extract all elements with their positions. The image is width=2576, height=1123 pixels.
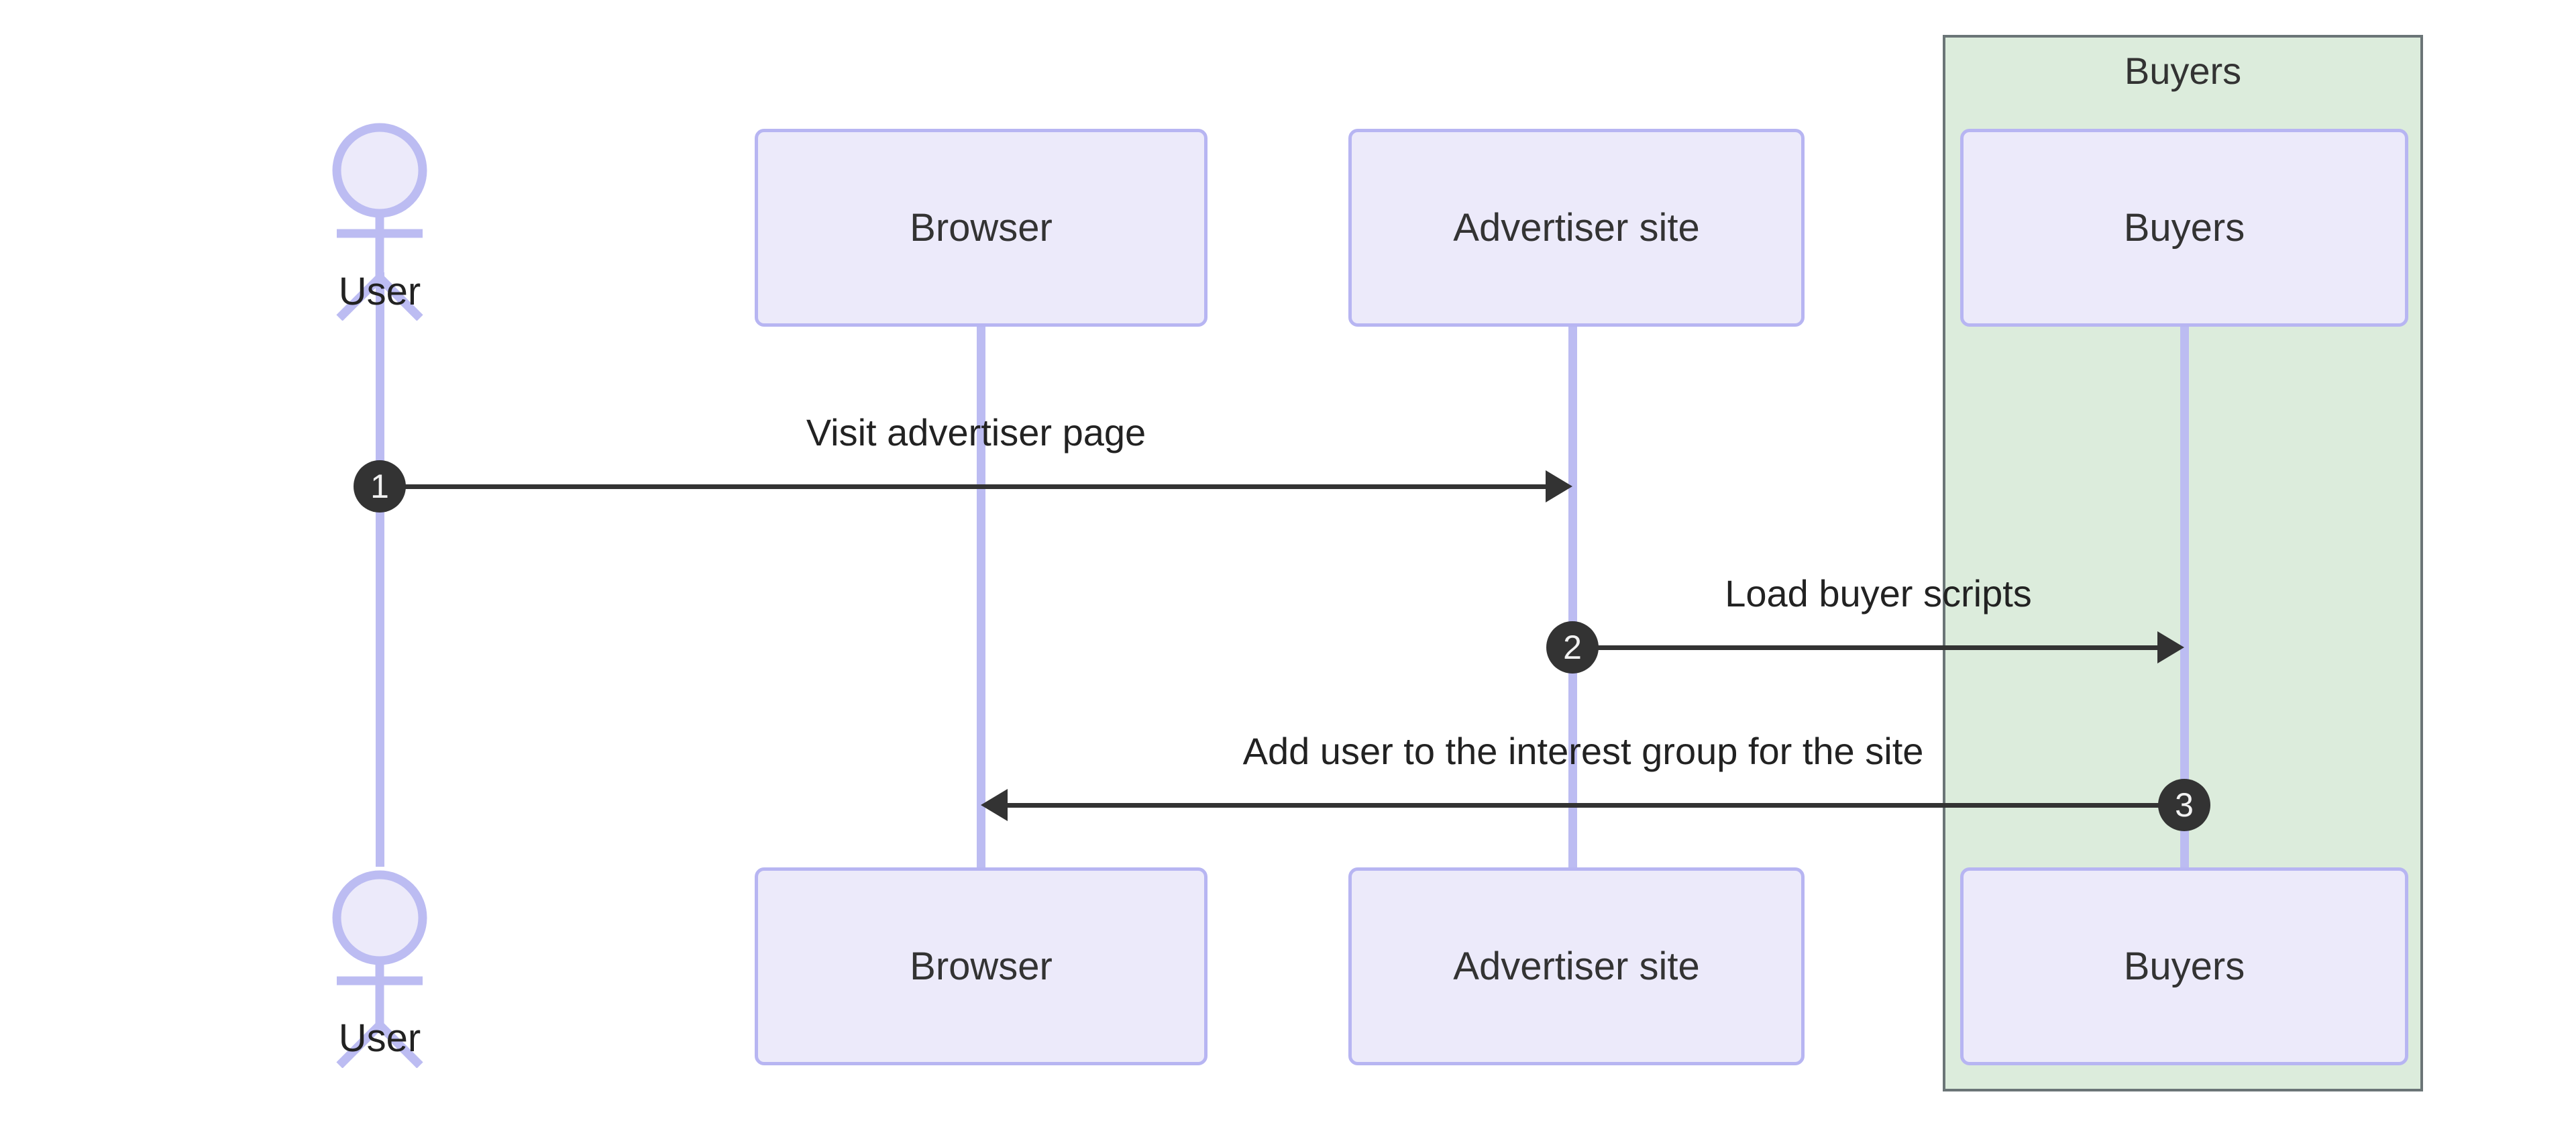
message-line-1	[380, 484, 1550, 489]
message-arrowhead-2	[2157, 631, 2184, 663]
message-label-1: Visit advertiser page	[806, 411, 1146, 453]
group-label-buyers: Buyers	[2124, 50, 2242, 92]
participant-label-buyers-top: Buyers	[2123, 205, 2245, 250]
participant-label-buyers-bottom: Buyers	[2123, 944, 2245, 988]
participant-box-browser-top[interactable]: Browser	[755, 129, 1208, 327]
message-line-2	[1572, 645, 2161, 650]
lifeline-user	[376, 272, 384, 867]
message-label-2: Load buyer scripts	[1725, 572, 2032, 614]
participant-label-browser-top: Browser	[910, 205, 1053, 250]
message-sequence-number-1: 1	[354, 460, 406, 513]
actor-label-user-top: User	[338, 270, 421, 313]
participant-box-buyers-bottom[interactable]: Buyers	[1960, 867, 2408, 1065]
participant-label-advertiser-site-top: Advertiser site	[1453, 205, 1700, 250]
participant-box-browser-bottom[interactable]: Browser	[755, 867, 1208, 1065]
message-arrowhead-3	[981, 789, 1008, 821]
message-sequence-number-3: 3	[2158, 779, 2210, 831]
actor-user-bottom	[313, 867, 447, 1069]
participant-box-advertiser-site-bottom[interactable]: Advertiser site	[1348, 867, 1805, 1065]
participant-box-buyers-top[interactable]: Buyers	[1960, 129, 2408, 327]
lifeline-advertiser-site	[1568, 327, 1577, 867]
actor-user-top	[313, 119, 447, 321]
actor-label-user-bottom: User	[338, 1016, 421, 1060]
participant-label-browser-bottom: Browser	[910, 944, 1053, 988]
lifeline-buyers	[2180, 327, 2189, 867]
participant-label-advertiser-site-bottom: Advertiser site	[1453, 944, 1700, 988]
message-line-3	[1004, 803, 2184, 808]
lifeline-browser	[977, 327, 985, 867]
message-label-3: Add user to the interest group for the s…	[1242, 730, 1924, 772]
message-sequence-number-2: 2	[1546, 621, 1599, 674]
participant-box-advertiser-site-top[interactable]: Advertiser site	[1348, 129, 1805, 327]
message-arrowhead-1	[1546, 470, 1572, 502]
